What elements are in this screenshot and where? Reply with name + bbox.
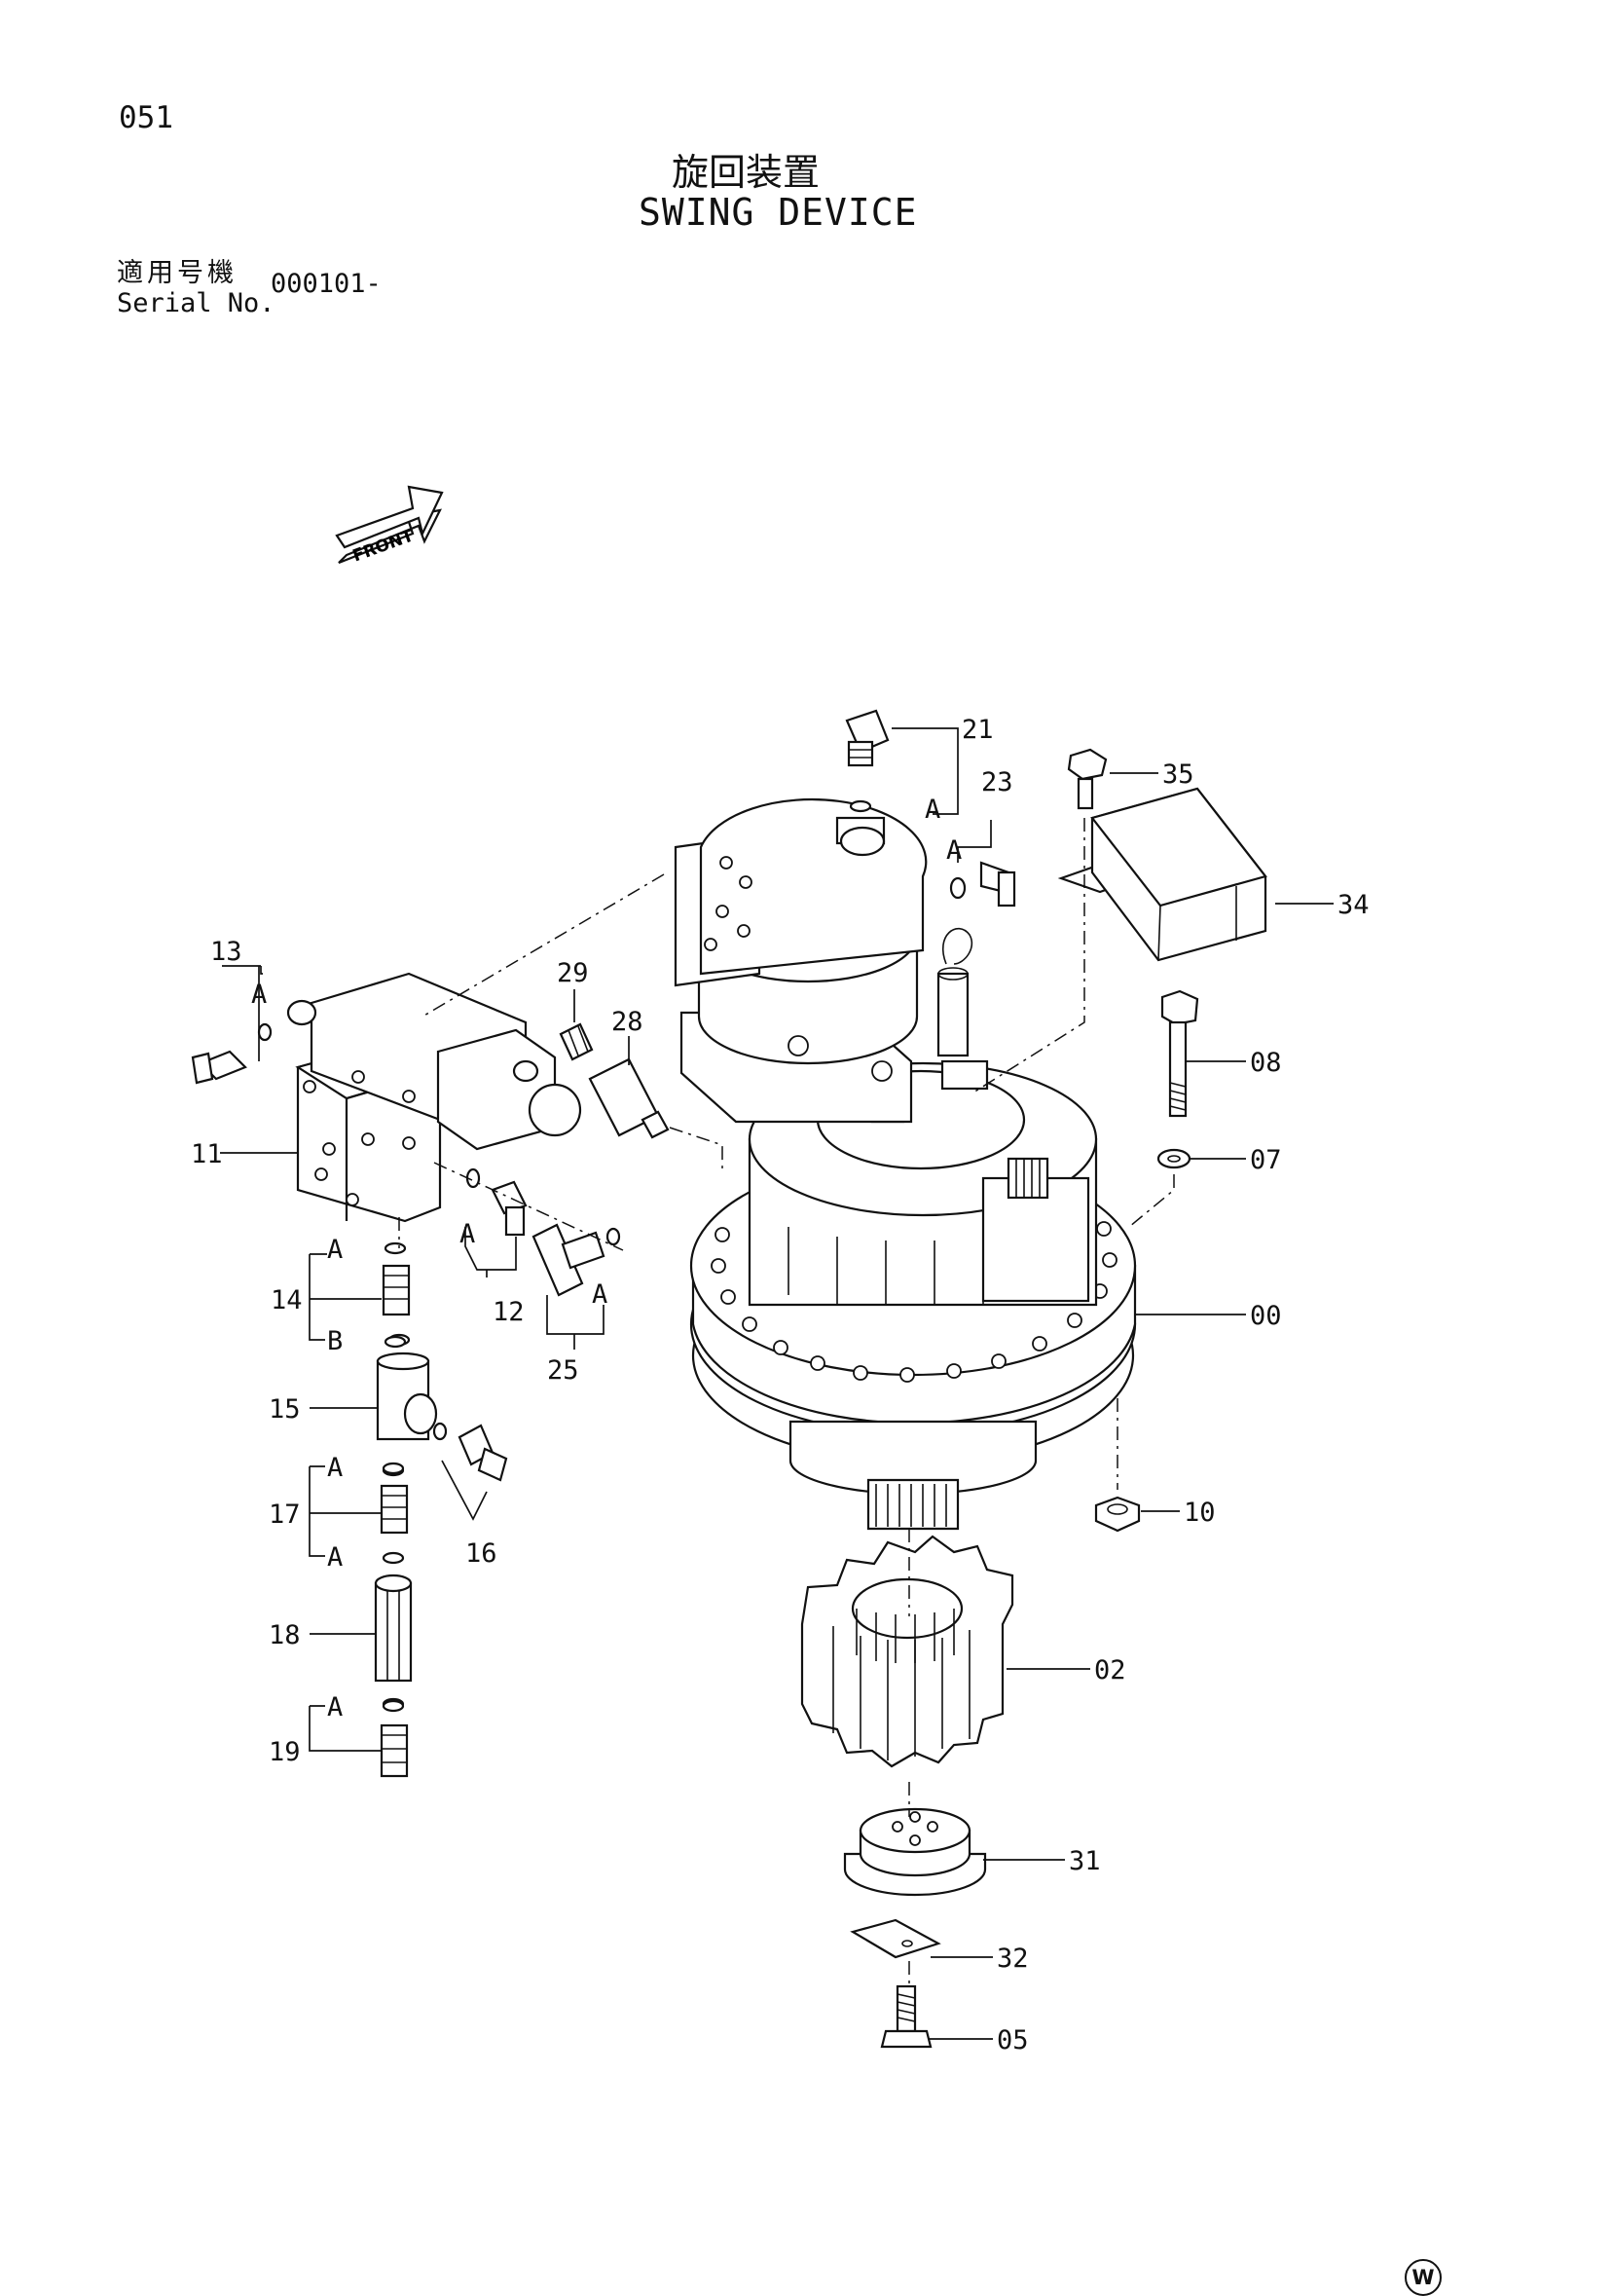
oring-label-a: A: [327, 1453, 343, 1483]
callout-21: 21: [962, 715, 994, 745]
callout-34: 34: [1337, 890, 1370, 920]
footer-mark: W: [1405, 2259, 1442, 2296]
callout-18: 18: [269, 1620, 301, 1650]
callout-35: 35: [1162, 759, 1194, 790]
oring-label-a: A: [592, 1279, 607, 1310]
callout-19: 19: [269, 1737, 301, 1767]
elbow-fitting-23: [949, 861, 1016, 907]
page-title-japanese: 旋回装置: [672, 151, 821, 194]
cover-plate: [843, 1807, 987, 1897]
callout-15: 15: [269, 1394, 301, 1425]
tee-15: [376, 1352, 438, 1441]
elbow-fitting-12: [465, 1167, 528, 1237]
oring-label-a: A: [327, 1235, 343, 1265]
nipple-14: [382, 1241, 411, 1347]
callout-23: 23: [981, 767, 1013, 797]
callout-05: 05: [997, 2025, 1029, 2055]
oring-label-a: A: [327, 1692, 343, 1722]
oring-label-b: B: [327, 1326, 343, 1356]
fitting-29: [559, 1022, 594, 1061]
oring-marks: [382, 1335, 407, 1713]
assembly-line-valve: [421, 873, 665, 1018]
serial-label: Serial No.: [117, 288, 275, 318]
elbow-16: [432, 1422, 508, 1482]
lock-plate: [850, 1918, 941, 1959]
cap-bolt: [880, 1984, 933, 2049]
callout-08: 08: [1250, 1048, 1282, 1078]
callout-11: 11: [191, 1139, 223, 1169]
oring-label-a: A: [459, 1219, 475, 1249]
hex-coupler-18: [374, 1574, 413, 1683]
tee-fitting-25: [531, 1223, 621, 1297]
swing-motor-assembly: [674, 797, 1137, 1531]
assembly-line-washer: [1128, 1174, 1175, 1228]
callout-32: 32: [997, 1944, 1029, 1974]
adapter-28: [588, 1057, 670, 1139]
oring-label-a: A: [925, 795, 940, 825]
callout-12: 12: [493, 1297, 525, 1327]
serial-label-japanese: 適用号機: [117, 258, 238, 288]
callout-10: 10: [1184, 1498, 1216, 1528]
assembly-line-bolt: [972, 818, 1085, 1093]
serial-value: 000101-: [271, 269, 382, 299]
washer-07: [1156, 1148, 1191, 1169]
callout-07: 07: [1250, 1145, 1282, 1175]
pinion-gear: [800, 1535, 1014, 1768]
oring-reference-labels: A A A A A A B A A A: [251, 795, 962, 1722]
callout-25: 25: [547, 1355, 579, 1386]
callout-16: 16: [465, 1538, 497, 1569]
valve-block-11: [286, 972, 582, 1223]
callout-17: 17: [269, 1500, 301, 1530]
leader-lines: [220, 727, 1334, 2040]
elbow-fitting-21: [845, 709, 890, 813]
nipple-17: [380, 1463, 409, 1565]
assembly-line-tee: [433, 1162, 624, 1251]
callout-29: 29: [557, 958, 589, 988]
oring-label-a: A: [946, 835, 962, 866]
callout-labels: 21 23 35 34 08 07 00 10 02 31 32 05 13 2…: [191, 715, 1370, 2055]
page-number: 051: [119, 100, 173, 135]
front-arrow-icon: FRONT: [335, 485, 444, 566]
hex-nut-10: [1094, 1496, 1141, 1533]
hex-bolt-35: [1067, 748, 1108, 810]
callout-14: 14: [271, 1285, 303, 1315]
oring-label-a: A: [327, 1542, 343, 1573]
callout-31: 31: [1069, 1846, 1101, 1876]
port-plug: [839, 826, 886, 857]
oring-label-a: A: [251, 980, 267, 1010]
callout-00: 00: [1250, 1301, 1282, 1331]
page-title: SWING DEVICE: [639, 191, 918, 234]
bracket-plate-34: [1057, 787, 1267, 962]
callout-02: 02: [1094, 1655, 1126, 1685]
callout-13: 13: [210, 937, 242, 967]
callout-28: 28: [611, 1007, 643, 1037]
long-bolt-08: [1160, 989, 1199, 1118]
ring-bolt-holes: [711, 1221, 1117, 1383]
assembly-line-adapter: [669, 1127, 723, 1168]
fitting-13: [191, 1022, 273, 1085]
